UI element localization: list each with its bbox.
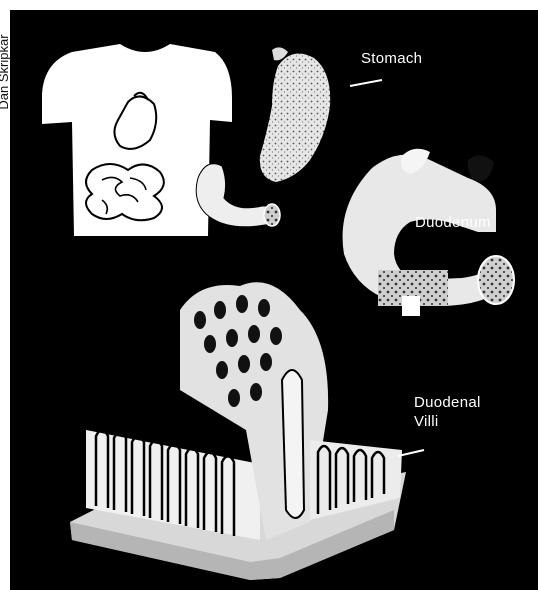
anatomy-panel: Stomach Duodenum Duodenal Villi	[10, 10, 538, 590]
stomach-label: Stomach	[361, 50, 422, 68]
stomach-drawing	[260, 47, 330, 182]
digestive-illustration	[10, 10, 538, 590]
duodenum-large-drawing	[343, 149, 514, 316]
duodenal-villi-label-line2: Villi	[414, 413, 439, 431]
duodenal-villi-label-line1: Duodenal	[414, 394, 481, 412]
stomach-leader-line	[350, 80, 382, 86]
villi-cross-section	[70, 282, 406, 580]
duodenum-label: Duodenum	[415, 214, 491, 232]
